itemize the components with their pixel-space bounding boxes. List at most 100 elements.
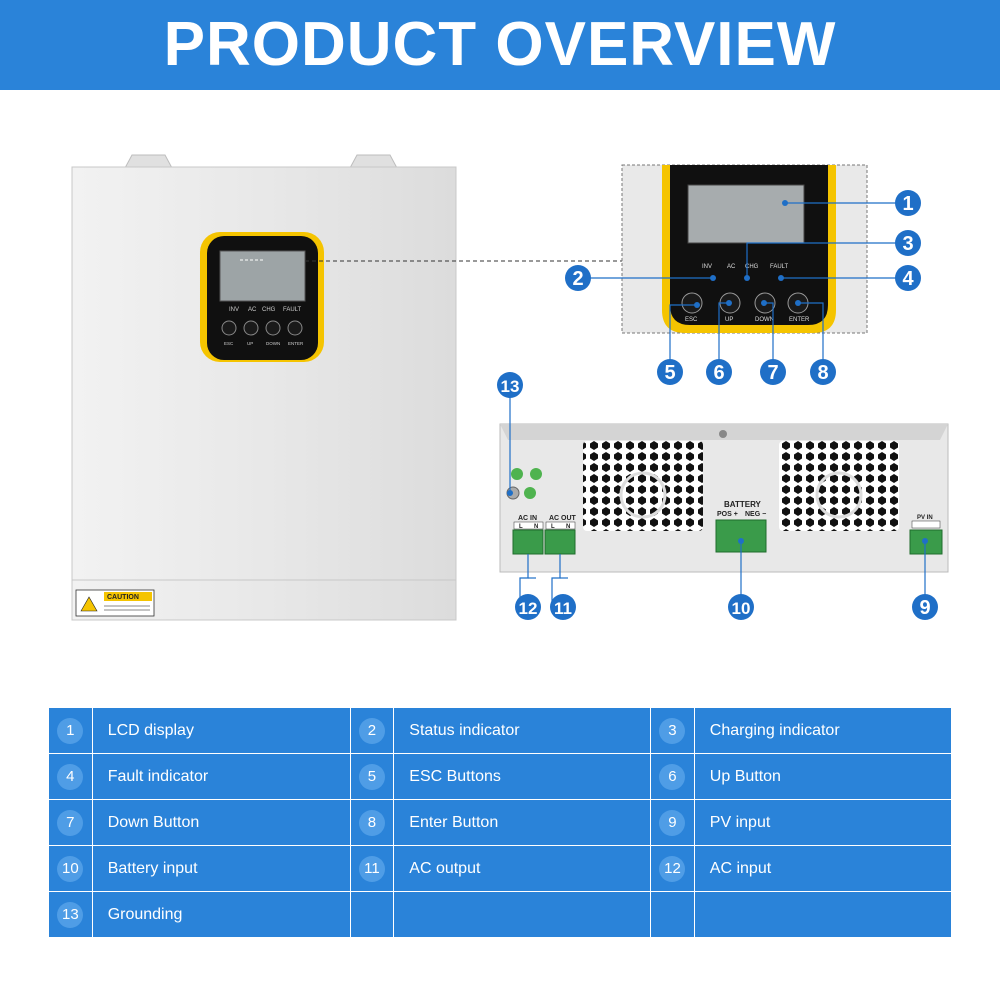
callout-6: 6 — [706, 359, 732, 385]
svg-text:5: 5 — [664, 362, 675, 384]
svg-text:11: 11 — [554, 599, 572, 618]
legend-label: AC input — [693, 845, 953, 892]
legend-number-badge: 12 — [659, 855, 686, 882]
bottom-panel: AC IN AC OUT L N L N BATTERY POS + NEG −… — [499, 423, 949, 573]
legend-label: Down Button — [91, 799, 351, 846]
legend-number-cell — [349, 891, 395, 938]
svg-text:BATTERY: BATTERY — [724, 500, 762, 509]
svg-text:FAULT: FAULT — [283, 307, 302, 313]
legend-number-cell: 7 — [48, 799, 93, 846]
callout-3: 3 — [895, 230, 921, 256]
legend-number-badge: 8 — [358, 809, 385, 836]
legend-label: Up Button — [693, 753, 953, 800]
legend-number-cell: 12 — [650, 845, 695, 892]
svg-text:N: N — [534, 524, 538, 530]
legend-number-cell: 2 — [349, 707, 395, 754]
svg-text:3: 3 — [902, 233, 913, 255]
caution-sticker: CAUTION — [75, 589, 155, 617]
legend-number-badge: 5 — [358, 763, 385, 790]
legend-label: Grounding — [91, 891, 351, 938]
legend-number-cell — [650, 891, 695, 938]
header-banner: PRODUCT OVERVIEW — [0, 0, 1000, 90]
callout-7: 7 — [760, 359, 786, 385]
legend-number-badge: 6 — [659, 763, 686, 790]
legend-row: 1 LCD display 2 Status indicator 3 Charging i… — [48, 707, 953, 754]
legend-number-badge: 7 — [57, 809, 84, 836]
svg-text:AC IN: AC IN — [518, 515, 537, 522]
front-buttons: ESC UP DOWN ENTER — [221, 320, 304, 346]
svg-text:13: 13 — [501, 377, 520, 396]
svg-text:DOWN: DOWN — [755, 317, 774, 323]
legend-number-cell: 6 — [650, 753, 695, 800]
legend-number-badge: 9 — [659, 809, 686, 836]
legend-label: LCD display — [91, 707, 351, 754]
svg-text:ENTER: ENTER — [789, 317, 810, 323]
legend-number-cell: 3 — [650, 707, 695, 754]
legend-number-badge: 1 — [57, 717, 84, 744]
svg-text:POS +: POS + — [717, 511, 738, 518]
legend-number-badge: 3 — [659, 717, 686, 744]
zoom-panel: INV AC CHG FAULT ESC UP DOWN ENTER — [621, 164, 868, 334]
svg-text:ESC: ESC — [224, 341, 234, 346]
legend-number-cell: 8 — [349, 799, 395, 846]
legend-label: Status indicator — [393, 707, 652, 754]
svg-text:AC OUT: AC OUT — [549, 515, 577, 522]
legend-label — [693, 891, 953, 938]
leader-lines — [509, 202, 926, 607]
legend-label: Battery input — [91, 845, 351, 892]
svg-text:UP: UP — [725, 317, 733, 323]
callout-4: 4 — [895, 265, 921, 291]
svg-text:AC: AC — [248, 307, 257, 313]
page-title: PRODUCT OVERVIEW — [163, 10, 837, 79]
front-indicator-row: INV AC CHG FAULT — [229, 307, 302, 313]
svg-text:DOWN: DOWN — [266, 341, 280, 346]
callout-12: 12 — [515, 594, 541, 620]
legend-label: Fault indicator — [91, 753, 351, 800]
legend-label: PV input — [693, 799, 953, 846]
svg-text:7: 7 — [767, 362, 778, 384]
legend-number-badge: 2 — [358, 717, 385, 744]
svg-text:INV: INV — [229, 307, 239, 313]
svg-text:AC: AC — [727, 264, 736, 270]
svg-text:1: 1 — [902, 193, 913, 215]
svg-text:L: L — [551, 524, 555, 530]
callout-10: 10 — [728, 594, 754, 620]
callout-2: 2 — [565, 265, 591, 291]
legend-label — [393, 891, 652, 938]
svg-text:UP: UP — [247, 341, 253, 346]
legend-label: Enter Button — [393, 799, 652, 846]
legend-label: ESC Buttons — [393, 753, 652, 800]
callout-5: 5 — [657, 359, 683, 385]
lcd-screen — [219, 250, 306, 302]
svg-text:L: L — [519, 524, 523, 530]
legend-table: 1 LCD display 2 Status indicator 3 Charging i… — [48, 707, 953, 938]
svg-text:4: 4 — [902, 268, 914, 290]
legend-number-badge: 13 — [57, 901, 84, 928]
legend-number-badge: 4 — [57, 763, 84, 790]
svg-text:2: 2 — [572, 268, 583, 290]
svg-text:CAUTION: CAUTION — [107, 594, 139, 601]
svg-text:10: 10 — [732, 599, 751, 618]
callout-1: 1 — [895, 190, 921, 216]
legend-number-badge: 10 — [57, 855, 84, 882]
svg-text:N: N — [566, 524, 570, 530]
legend-number-cell: 13 — [48, 891, 93, 938]
svg-text:ENTER: ENTER — [288, 341, 304, 346]
svg-text:CHG: CHG — [262, 307, 276, 313]
svg-text:9: 9 — [919, 597, 930, 619]
legend-number-cell: 5 — [349, 753, 395, 800]
callout-13: 13 — [497, 372, 523, 398]
svg-text:ESC: ESC — [685, 317, 698, 323]
legend-label: Charging indicator — [693, 707, 953, 754]
legend-row: 13 Grounding — [48, 891, 953, 938]
legend-number-cell: 9 — [650, 799, 695, 846]
legend-number-cell: 4 — [48, 753, 93, 800]
leader-dots — [507, 200, 928, 544]
legend-number-badge: 11 — [358, 855, 385, 882]
svg-text:CHG: CHG — [745, 264, 759, 270]
svg-text:8: 8 — [817, 362, 828, 384]
svg-text:6: 6 — [713, 362, 724, 384]
legend-row: 4 Fault indicator 5 ESC Buttons 6 Up Button — [48, 753, 953, 800]
legend-number-cell: 1 — [48, 707, 93, 754]
svg-text:INV: INV — [702, 264, 712, 270]
